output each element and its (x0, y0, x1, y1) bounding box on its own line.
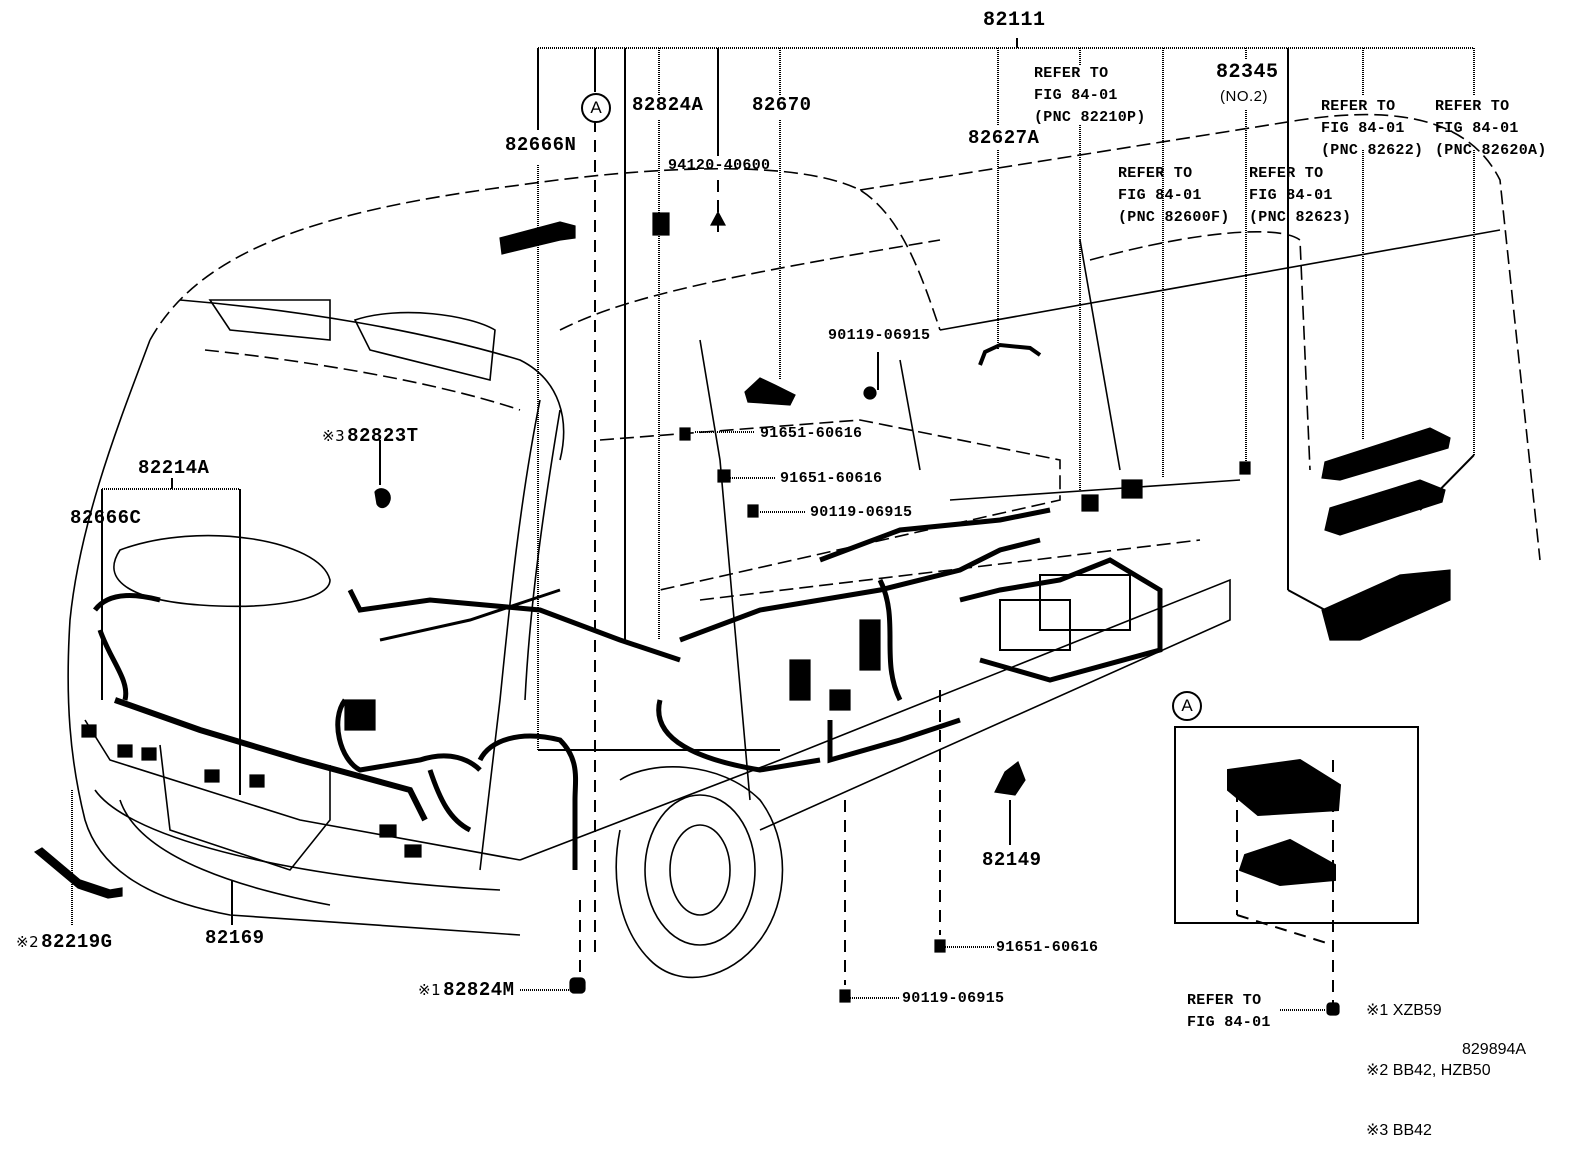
part-clip-ref (1326, 1002, 1340, 1016)
detail-a-box (1174, 726, 1419, 946)
part-82210P (1081, 494, 1099, 512)
parts (33, 210, 1451, 1016)
notes-legend: ※1 XZB59 ※2 BB42, HZB50 ※3 BB42 (1366, 961, 1491, 1161)
callout-82345-sub: (NO.2) (1220, 88, 1268, 105)
note-1: ※1 XZB59 (1366, 1002, 1442, 1019)
callout-82149: 82149 (982, 849, 1042, 871)
part-82345 (1239, 461, 1251, 475)
detail-marker-a: A (1172, 691, 1202, 721)
part-82670 (744, 377, 796, 406)
part-82823T (374, 488, 391, 509)
part-90119-bottom (839, 989, 851, 1003)
part-82620A (1324, 479, 1446, 536)
van-body-outline (67, 113, 1541, 979)
callout-91651-60616-b: 91651-60616 (780, 470, 883, 487)
diagram-drawing (33, 38, 1541, 1016)
part-82627A (978, 342, 1042, 366)
part-82666N (499, 221, 576, 255)
callout-82345: 82345 (1216, 61, 1279, 84)
callout-82666N: 82666N (505, 134, 577, 156)
callout-82627A: 82627A (968, 127, 1040, 149)
callout-90119-06915-bottom: 90119-06915 (902, 990, 1005, 1007)
callout-82214A: 82214A (138, 457, 210, 479)
callout-91651-60616-bottom: 91651-60616 (996, 939, 1099, 956)
part-82622 (1321, 427, 1451, 481)
part-82623 (1321, 569, 1451, 641)
group-bracket-82111 (537, 38, 1475, 640)
note-mark: ※3 (322, 427, 346, 445)
figure-id: 829894A (1462, 1041, 1527, 1058)
part-82824M (569, 977, 586, 994)
part-90119-top (863, 386, 877, 400)
note-3: ※3 BB42 (1366, 1122, 1432, 1139)
callout-82824A: 82824A (632, 94, 704, 116)
callout-82666C: 82666C (70, 507, 142, 529)
part-82149 (994, 761, 1026, 796)
callout-82169: 82169 (205, 927, 265, 949)
part-82219G (33, 847, 123, 899)
callout-90119-06915-top: 90119-06915 (828, 327, 931, 344)
part-82824A (652, 212, 670, 236)
leader-lines (71, 110, 1475, 1011)
note-2: ※2 BB42, HZB50 (1366, 1062, 1491, 1079)
callout-90119-06915-mid: 90119-06915 (810, 504, 913, 521)
callout-94120-40600: 94120-40600 (668, 157, 771, 174)
part-94120-40600 (709, 210, 727, 226)
callout-82670: 82670 (752, 94, 812, 116)
wiring-harness (93, 507, 1163, 870)
callout-91651-60616-a: 91651-60616 (760, 425, 863, 442)
detail-marker-a-top: A (581, 93, 611, 123)
part-82600F (1121, 479, 1143, 499)
part-91651-bottom (934, 939, 946, 953)
callout-82111: 82111 (983, 9, 1046, 32)
